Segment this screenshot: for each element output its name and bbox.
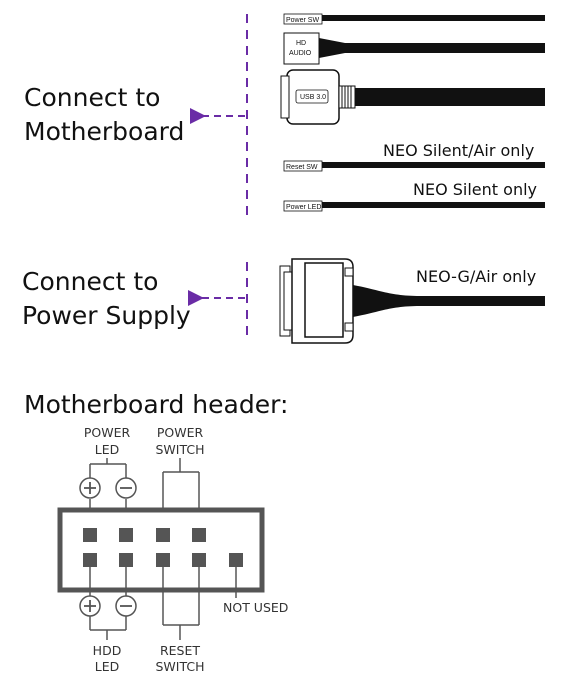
reset-switch-label-1: RESET <box>160 643 200 658</box>
plus-icon-bottom <box>79 595 101 617</box>
hdd-led-label-1: HDD <box>93 643 122 658</box>
pin-2 <box>83 553 97 567</box>
reset-switch-bracket <box>162 567 200 640</box>
usb-ridges <box>338 85 356 109</box>
pin-1 <box>83 528 97 542</box>
minus-icon-bottom <box>115 595 137 617</box>
hd-audio-label-1: HD <box>296 40 306 47</box>
note-neo-silent: NEO Silent only <box>413 180 537 199</box>
power-led-top-label-1: POWER <box>84 425 131 440</box>
power-led-top-label-2: LED <box>95 442 120 457</box>
pin-8 <box>192 553 206 567</box>
minus-icon-top <box>115 477 137 499</box>
usb-cable: USB 3.0 <box>280 69 545 125</box>
power-switch-bracket <box>162 458 200 528</box>
psu-connector <box>279 258 545 344</box>
hd-audio-label-2: AUDIO <box>289 50 312 57</box>
header-section: Motherboard header: POWER LED POWER SWIT… <box>24 390 288 674</box>
power-switch-top-label-2: SWITCH <box>155 442 204 457</box>
header-title: Motherboard header: <box>24 390 288 419</box>
connect-psu-line1: Connect to <box>22 267 158 296</box>
pin-4 <box>119 553 133 567</box>
note-neo-g-air: NEO-G/Air only <box>416 267 536 286</box>
power-led-label: Power LED <box>286 204 321 211</box>
pin-5 <box>156 528 170 542</box>
connect-motherboard-line2: Motherboard <box>24 117 184 146</box>
pin-10 <box>229 553 243 567</box>
power-sw-cable: Power SW <box>283 13 545 25</box>
power-switch-top-label-1: POWER <box>157 425 204 440</box>
connect-psu-line2: Power Supply <box>22 301 191 330</box>
hd-audio-cable: HD AUDIO <box>283 32 545 65</box>
power-supply-section: Connect to Power Supply NEO-G/Air only <box>22 258 545 344</box>
header-housing <box>57 507 265 593</box>
motherboard-section: Connect to Motherboard Power SW HD AUDIO… <box>24 13 545 220</box>
reset-switch-label-2: SWITCH <box>155 659 204 674</box>
connect-motherboard-line1: Connect to <box>24 83 160 112</box>
not-used-label: NOT USED <box>223 600 288 615</box>
usb-label: USB 3.0 <box>300 94 326 101</box>
reset-sw-label: Reset SW <box>286 164 318 171</box>
hdd-led-label-2: LED <box>95 659 120 674</box>
note-neo-silent-air: NEO Silent/Air only <box>383 141 534 160</box>
pin-3 <box>119 528 133 542</box>
pin-6 <box>156 553 170 567</box>
hdd-led-bracket <box>89 567 127 640</box>
header-pins <box>83 528 243 567</box>
power-led-cable: NEO Silent only Power LED <box>283 180 545 212</box>
plus-icon-top <box>79 477 101 499</box>
pin-7 <box>192 528 206 542</box>
reset-sw-cable: NEO Silent/Air only Reset SW <box>283 141 545 172</box>
power-sw-label: Power SW <box>286 17 319 24</box>
